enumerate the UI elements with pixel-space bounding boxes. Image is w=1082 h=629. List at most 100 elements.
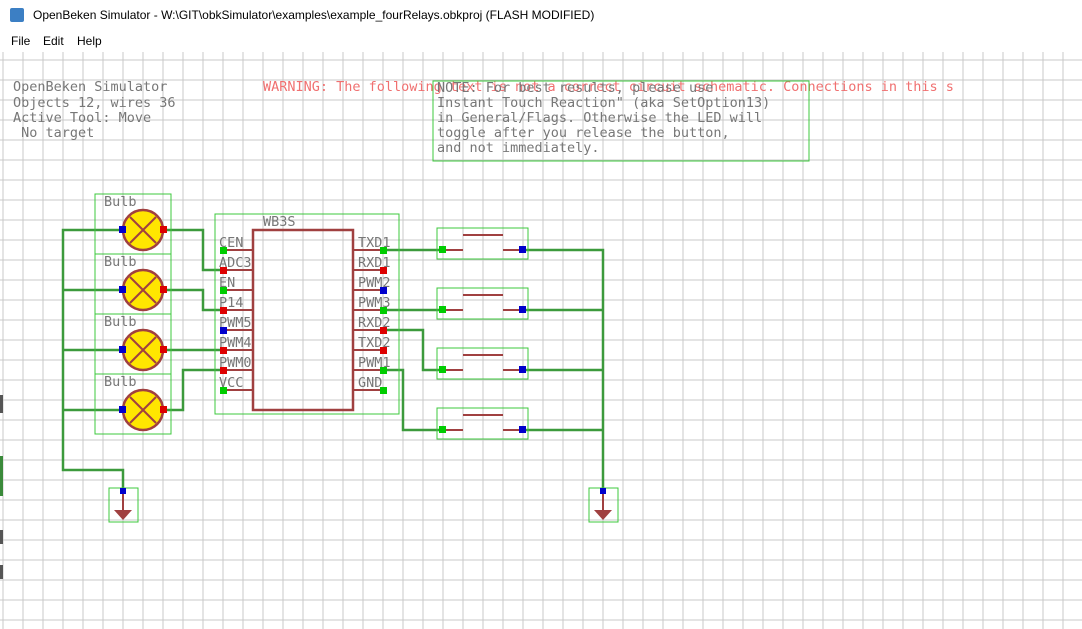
pin-marker[interactable] <box>120 488 126 494</box>
pin-marker[interactable] <box>439 426 446 433</box>
edge-artifact <box>0 530 3 544</box>
pin-marker[interactable] <box>119 226 126 233</box>
buttons[interactable] <box>436 227 529 440</box>
wires <box>61 228 605 490</box>
wire <box>61 228 125 490</box>
note-text-object[interactable]: NOTE: For best results, please use Insta… <box>432 80 810 162</box>
note-line: in General/Flags. Otherwise the LED will <box>437 110 762 126</box>
chip-pin-marker[interactable] <box>220 307 227 314</box>
note-line: NOTE: For best results, please use <box>437 80 713 96</box>
ground-left[interactable] <box>108 487 139 523</box>
pin-marker[interactable] <box>160 406 167 413</box>
wb3s-chip[interactable]: WB3S CENADC3ENP14PWM5PWM4PWM0VCCTXD1RXD1… <box>214 213 400 415</box>
pin-marker[interactable] <box>119 406 126 413</box>
bulbs[interactable]: Bulb Bulb Bulb <box>94 193 172 435</box>
wire <box>383 328 443 372</box>
button-1[interactable] <box>436 227 529 260</box>
pin-marker[interactable] <box>439 306 446 313</box>
chip-body <box>251 228 355 412</box>
selection-box <box>436 407 529 440</box>
pin-marker[interactable] <box>439 246 446 253</box>
window-title: OpenBeken Simulator - W:\GIT\obkSimulato… <box>33 8 595 22</box>
bulb-label: Bulb <box>104 314 137 330</box>
menu-file[interactable]: File <box>11 34 31 48</box>
pin-marker[interactable] <box>119 346 126 353</box>
chip-pin-marker[interactable] <box>220 327 227 334</box>
edge-artifact <box>0 565 3 579</box>
chip-pin-marker[interactable] <box>220 247 227 254</box>
note-line: toggle after you release the button, <box>437 125 730 141</box>
pin-marker[interactable] <box>119 286 126 293</box>
chip-pin-label: ADC3 <box>219 255 252 271</box>
bulb-label: Bulb <box>104 254 137 270</box>
chip-pin-label: PWM4 <box>219 335 252 351</box>
bulb-label: Bulb <box>104 194 137 210</box>
button-4[interactable] <box>436 407 529 440</box>
bulb-filament <box>129 336 157 364</box>
chip-pin-marker[interactable] <box>380 307 387 314</box>
selection-box <box>94 373 172 435</box>
wire <box>163 288 223 312</box>
edge-artifact <box>0 456 3 496</box>
status-line-tool: Active Tool: Move <box>13 110 151 126</box>
note-line: and not immediately. <box>437 140 600 156</box>
bulb-3[interactable]: Bulb <box>94 313 172 375</box>
button-3[interactable] <box>436 347 529 380</box>
wire <box>523 248 605 490</box>
chip-pin-label: GND <box>358 375 382 391</box>
wire <box>163 228 223 272</box>
status-line-title: OpenBeken Simulator <box>13 79 167 95</box>
menu-help[interactable]: Help <box>77 34 102 48</box>
chip-pin-marker[interactable] <box>380 267 387 274</box>
chip-pin-marker[interactable] <box>220 287 227 294</box>
wire <box>163 368 223 412</box>
status-line-objects: Objects 12, wires 36 <box>13 95 176 111</box>
chip-pin-marker[interactable] <box>220 387 227 394</box>
chip-pins: CENADC3ENP14PWM5PWM4PWM0VCCTXD1RXD1PWM2P… <box>219 235 391 394</box>
pin-marker[interactable] <box>519 426 526 433</box>
pin-marker[interactable] <box>160 286 167 293</box>
bulb-4[interactable]: Bulb <box>94 373 172 435</box>
ground-right[interactable] <box>588 487 619 523</box>
ground-icon <box>594 510 612 520</box>
chip-pin-marker[interactable] <box>220 267 227 274</box>
chip-pin-marker[interactable] <box>380 347 387 354</box>
chip-pin-marker[interactable] <box>380 287 387 294</box>
pin-marker[interactable] <box>160 346 167 353</box>
ground-icon <box>114 510 132 520</box>
schematic-canvas[interactable]: OpenBeken Simulator Objects 12, wires 36… <box>0 52 1082 629</box>
edge-artifact <box>0 395 3 413</box>
selection-box <box>436 287 529 320</box>
wire <box>383 368 443 432</box>
chip-pin-marker[interactable] <box>380 327 387 334</box>
pin-marker[interactable] <box>160 226 167 233</box>
selection-box <box>436 227 529 260</box>
chip-selection-box <box>214 213 400 415</box>
button-2[interactable] <box>436 287 529 320</box>
schematic-svg[interactable]: OpenBeken Simulator Objects 12, wires 36… <box>0 52 1082 629</box>
menu-edit[interactable]: Edit <box>43 34 64 48</box>
pin-marker[interactable] <box>519 366 526 373</box>
warning-text: WARNING: The following text is not a cor… <box>263 79 954 95</box>
chip-pin-label: PWM0 <box>219 355 252 371</box>
chip-pin-marker[interactable] <box>380 367 387 374</box>
app-icon <box>10 8 24 22</box>
pin-marker[interactable] <box>439 366 446 373</box>
status-overlay: OpenBeken Simulator Objects 12, wires 36… <box>13 79 176 141</box>
title-bar: OpenBeken Simulator - W:\GIT\obkSimulato… <box>0 0 1082 31</box>
chip-pin-marker[interactable] <box>220 347 227 354</box>
chip-pin-marker[interactable] <box>380 247 387 254</box>
status-line-target: No target <box>13 125 94 141</box>
grid <box>0 52 1082 629</box>
bulb-2[interactable]: Bulb <box>94 253 172 315</box>
pin-marker[interactable] <box>519 246 526 253</box>
menu-bar: File Edit Help <box>0 31 1082 52</box>
chip-pin-marker[interactable] <box>380 387 387 394</box>
note-selection-box <box>432 80 810 162</box>
bulb-1[interactable]: Bulb <box>94 193 172 255</box>
chip-name: WB3S <box>263 214 296 230</box>
pin-marker[interactable] <box>600 488 606 494</box>
selection-box <box>436 347 529 380</box>
chip-pin-marker[interactable] <box>220 367 227 374</box>
pin-marker[interactable] <box>519 306 526 313</box>
